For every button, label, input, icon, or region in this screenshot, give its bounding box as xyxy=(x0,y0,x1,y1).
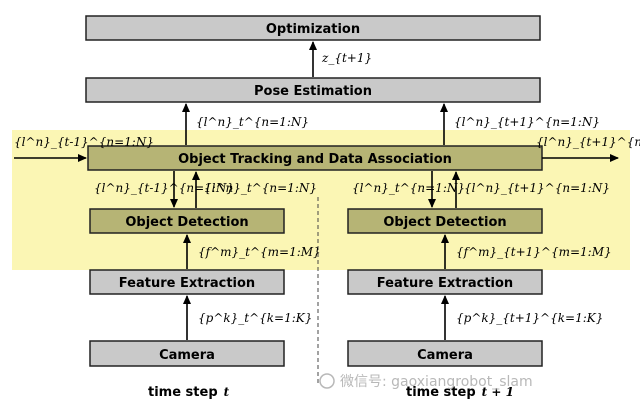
features-t1-label: {f^m}_{t+1}^{m=1:M} xyxy=(456,245,612,259)
feature-extraction-label-t: Feature Extraction xyxy=(119,276,255,291)
points-t-label: {p^k}_t^{k=1:K} xyxy=(198,311,312,325)
landmarks-t-pose-label: {l^n}_t^{n=1:N} xyxy=(196,115,309,129)
object-detection-box-t1: Object Detection xyxy=(347,208,543,234)
object-detection-label-t1: Object Detection xyxy=(383,215,506,230)
watermark: 微信号: gaoxiangrobot_slam xyxy=(319,373,533,390)
pose-estimation-label: Pose Estimation xyxy=(254,84,372,99)
landmarks-t1-pose-label: {l^n}_{t+1}^{n=1:N} xyxy=(454,115,600,129)
z-t1-label: z_{t+1} xyxy=(321,51,372,65)
optimization-label: Optimization xyxy=(266,22,360,37)
camera-box-t1: Camera xyxy=(347,340,543,367)
feature-extraction-box-t: Feature Extraction xyxy=(89,269,285,295)
landmarks-tminus1-down-label: {l^n}_{t-1}^{n=1:N} xyxy=(94,181,234,195)
camera-label-t1: Camera xyxy=(417,348,473,363)
features-t-label: {f^m}_t^{m=1:M} xyxy=(198,245,321,259)
optimization-box: Optimization xyxy=(85,15,541,41)
feature-extraction-label-t1: Feature Extraction xyxy=(377,276,513,291)
landmarks-output-label: {l^n}_{t+1}^{n=1:N} xyxy=(536,135,640,149)
object-detection-box-t: Object Detection xyxy=(89,208,285,234)
landmarks-t-down-right-label: {l^n}_t^{n=1:N} xyxy=(352,181,465,195)
landmarks-t1-up-right-label: {l^n}_{t+1}^{n=1:N} xyxy=(464,181,610,195)
pose-estimation-box: Pose Estimation xyxy=(85,77,541,103)
landmarks-t-up-left-label: {l^n}_t^{n=1:N} xyxy=(204,181,317,195)
landmarks-input-label: {l^n}_{t-1}^{n=1:N} xyxy=(14,135,154,149)
points-t1-label: {p^k}_{t+1}^{k=1:K} xyxy=(456,311,603,325)
object-detection-label-t: Object Detection xyxy=(125,215,248,230)
camera-box-t: Camera xyxy=(89,340,285,367)
wechat-icon xyxy=(319,373,335,389)
camera-label-t: Camera xyxy=(159,348,215,363)
feature-extraction-box-t1: Feature Extraction xyxy=(347,269,543,295)
tracking-box: Object Tracking and Data Association xyxy=(87,145,543,171)
watermark-text: 微信号: gaoxiangrobot_slam xyxy=(340,374,533,390)
tracking-label: Object Tracking and Data Association xyxy=(178,152,452,167)
